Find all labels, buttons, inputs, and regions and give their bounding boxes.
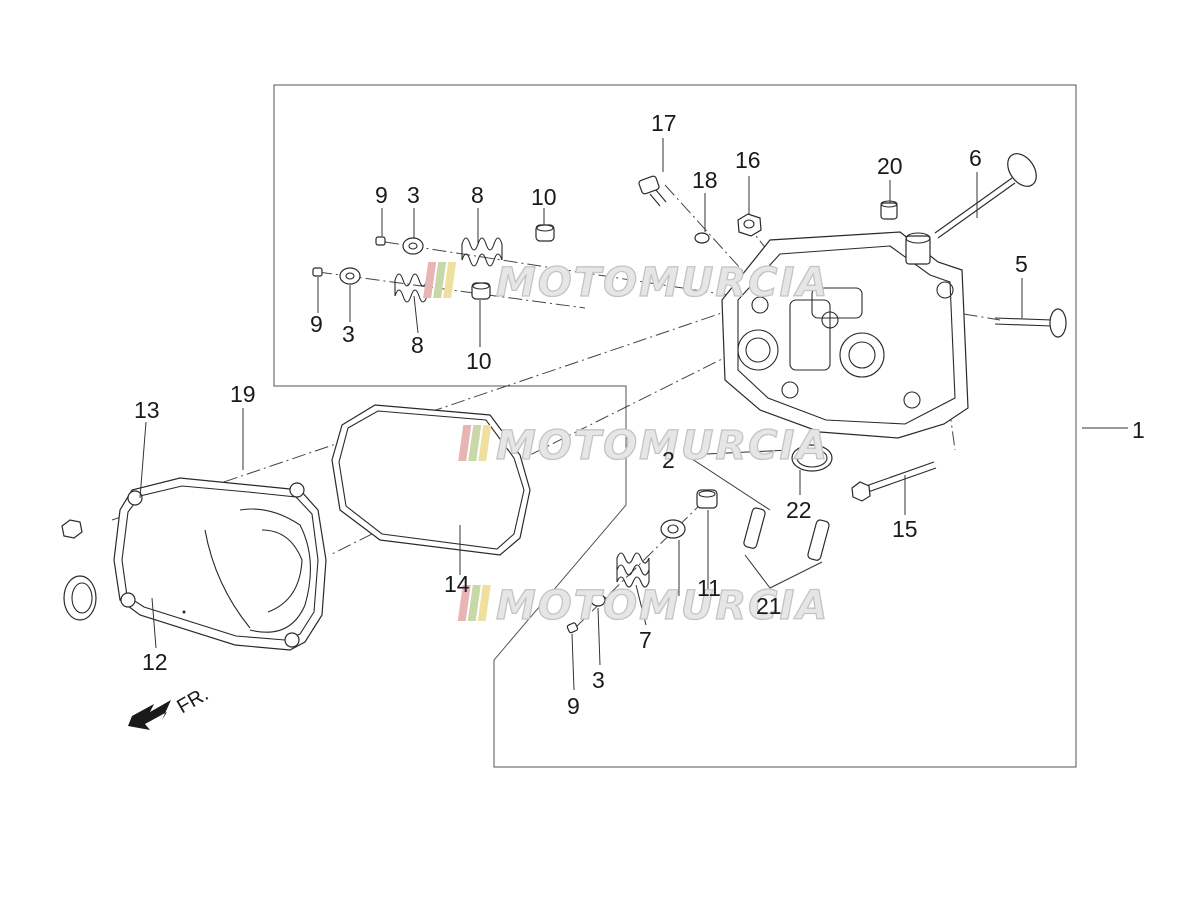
valve-keeper-9-lower — [312, 267, 323, 277]
label-5: 5 — [1015, 251, 1028, 277]
watermark-1: MOTOMURCIA — [423, 259, 829, 307]
valve-stem-seal-10-lower — [471, 282, 491, 300]
watermark-text-2: MOTOMURCIA — [496, 423, 829, 469]
valve-stem-seal-11 — [696, 489, 718, 509]
valve-5 — [994, 308, 1067, 338]
valve-spring-8-upper — [461, 237, 503, 267]
label-9-lower: 9 — [310, 311, 323, 337]
label-19: 19 — [230, 381, 256, 407]
label-2: 2 — [662, 447, 675, 473]
spring-retainer-3-bottom — [590, 593, 606, 607]
label-7: 7 — [639, 627, 652, 653]
label-10-upper: 10 — [531, 184, 557, 210]
leader-lines — [139, 138, 1128, 691]
label-3-bottom: 3 — [592, 667, 605, 693]
watermark-2: MOTOMURCIA — [458, 422, 829, 470]
spring-retainer-3-lower — [339, 267, 361, 285]
plug-19 — [61, 519, 83, 539]
label-11: 11 — [697, 575, 721, 601]
label-10-lower: 10 — [466, 348, 492, 374]
label-8-lower: 8 — [411, 332, 424, 358]
label-1: 1 — [1132, 417, 1145, 443]
dowel-pin-21-right — [807, 519, 830, 561]
label-22: 22 — [786, 497, 812, 523]
bolt-17 — [638, 175, 667, 207]
watermark-text-1: MOTOMURCIA — [496, 260, 829, 306]
label-15: 15 — [892, 516, 918, 542]
label-12: 12 — [142, 649, 168, 675]
part-labels: 1 2 3 3 3 5 6 7 8 8 9 9 9 10 10 11 12 13… — [134, 110, 1145, 719]
label-14: 14 — [444, 571, 470, 597]
label-16: 16 — [735, 147, 761, 173]
nut-16 — [737, 213, 762, 237]
dowel-pin-21-left — [743, 507, 766, 549]
watermark-3: MOTOMURCIA — [457, 582, 829, 630]
head-cover-gasket — [331, 404, 531, 556]
stud-bolt-15 — [851, 461, 937, 502]
valve-spring-7 — [616, 552, 650, 588]
label-13: 13 — [134, 397, 160, 423]
dowel-cap-20 — [880, 200, 898, 220]
label-17: 17 — [651, 110, 677, 136]
front-direction-arrow-icon — [128, 700, 171, 730]
cylinder-head — [721, 231, 969, 439]
assembly-frame — [273, 84, 1077, 768]
o-ring-22 — [791, 444, 833, 472]
valve-keeper-9-upper — [375, 236, 386, 246]
valve-stem-seal-10-upper — [535, 224, 555, 242]
spring-retainer-3-upper — [402, 237, 424, 255]
front-direction-label: FR. — [173, 683, 212, 718]
label-9-upper: 9 — [375, 182, 388, 208]
label-20: 20 — [877, 153, 903, 179]
label-9-bottom: 9 — [567, 693, 580, 719]
valve-keeper-9-bottom — [566, 622, 579, 634]
valve-spring-8-lower — [394, 273, 428, 303]
label-3-upper: 3 — [407, 182, 420, 208]
cylinder-head-cover — [113, 477, 327, 651]
label-21: 21 — [756, 593, 782, 619]
oil-seal-13 — [63, 575, 97, 621]
watermark-text-3: MOTOMURCIA — [496, 583, 829, 629]
label-6: 6 — [969, 145, 982, 171]
spring-seat-washer — [660, 519, 686, 539]
label-8-upper: 8 — [471, 182, 484, 208]
label-3-lower: 3 — [342, 321, 355, 347]
valve-6 — [934, 153, 1037, 239]
washer-18 — [694, 232, 710, 244]
label-18: 18 — [692, 167, 718, 193]
